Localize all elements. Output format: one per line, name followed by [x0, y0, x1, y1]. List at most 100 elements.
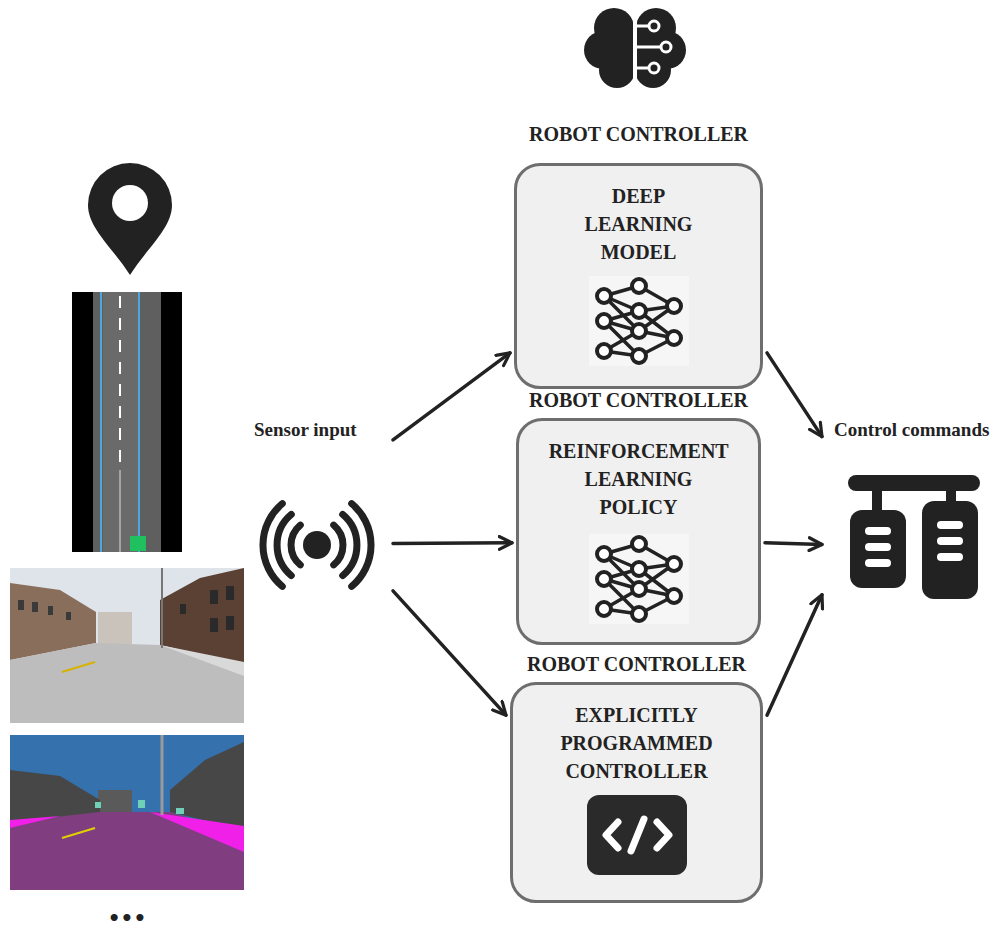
controller-title: DEEP LEARNING MODEL: [585, 182, 693, 266]
pedals-icon-part: [865, 527, 891, 535]
neural-network-icon-part-part: [597, 572, 611, 586]
neural-network-icon-part-part: [632, 582, 646, 596]
segmentation-image-part: [176, 808, 184, 814]
controller-title: EXPLICITLY PROGRAMMED CONTROLLER: [560, 701, 712, 785]
camera-image-part: [62, 662, 95, 672]
segmentation-image-part: [138, 800, 145, 808]
neural-network-icon-part-part: [597, 547, 611, 561]
neural-network-icon-part-part: [597, 602, 611, 616]
camera-image-part: [210, 618, 218, 632]
controller-box: ROBOT CONTROLLERREINFORCEMENT LEARNING P…: [516, 388, 761, 645]
top-down-road-image-part: [120, 470, 121, 552]
top-down-road-image-part: [72, 292, 182, 552]
code-icon-part: [606, 819, 669, 851]
pedals-icon-part: [872, 487, 882, 513]
camera-image-part: [161, 568, 163, 648]
neural-network-icon-part: [604, 544, 674, 614]
camera-image-part: [66, 612, 71, 620]
neural-network-icon-part-part: [597, 289, 611, 303]
code-icon-part-part: [657, 822, 669, 848]
neural-network-icon-part-part: [632, 324, 646, 338]
io-node: Sensor input: [250, 418, 389, 600]
flow-arrow: [393, 591, 506, 715]
brain-icon: [584, 6, 686, 92]
sensor-icon-part: [263, 504, 371, 587]
neural-network-icon-part-part: [667, 299, 681, 313]
neural-network-icon-part: [589, 276, 689, 366]
neural-network-icon-part-part: [632, 349, 646, 363]
top-down-road-image-part: [138, 292, 140, 552]
brain-icon-part: [637, 26, 662, 68]
camera-image-part: [98, 612, 132, 644]
segmentation-image-part: [150, 812, 244, 852]
segmentation-image-part: [10, 812, 244, 890]
neural-network-icon-part: [597, 537, 681, 621]
neural-network-icon-part-part: [597, 344, 611, 358]
flow-arrow: [767, 595, 822, 715]
top-down-road-image-part: [93, 292, 161, 552]
neural-network-icon-part-part: [632, 279, 646, 293]
controller-box: ROBOT CONTROLLER EXPLICITLY PROGRAMMED CO…: [510, 652, 763, 903]
camera-image-part: [180, 604, 186, 614]
brain-icon-part: [649, 63, 659, 73]
sensor-icon-part-part: [291, 525, 300, 565]
top-down-road-image-part: [100, 292, 102, 552]
brain-icon-part: [661, 42, 671, 52]
code-icon-part-part: [606, 822, 618, 848]
neural-network-icon-part-part: [632, 607, 646, 621]
camera-image-part: [10, 643, 244, 723]
code-icon: [587, 795, 687, 875]
sensor-icon: [255, 498, 380, 593]
controller-heading: ROBOT CONTROLLER: [514, 122, 763, 146]
sensor-icon-part-part: [277, 514, 291, 575]
neural-network-icon-part: [589, 534, 689, 624]
pedals-icon: [848, 475, 980, 600]
neural-network-icon: [589, 276, 689, 366]
sensor-icon-part-part: [343, 514, 357, 575]
neural-network-icon-part-part: [667, 557, 681, 571]
pedals-icon-part: [922, 501, 978, 599]
segmentation-image-part: [95, 802, 101, 808]
controller-outline: DEEP LEARNING MODEL: [514, 163, 763, 389]
pedals-icon-part: [865, 559, 891, 567]
neural-network-icon-part-part: [667, 589, 681, 603]
pedals-icon-part: [937, 553, 963, 561]
code-icon-part-part: [631, 819, 644, 851]
neural-network-icon-part-part: [667, 331, 681, 345]
camera-image: [10, 568, 244, 723]
pedals-icon-part: [848, 475, 980, 491]
camera-image-part: [210, 590, 218, 604]
neural-network-icon-part-part: [604, 286, 674, 356]
camera-image-part: [10, 568, 244, 723]
neural-network-icon-part: [604, 286, 674, 356]
io-node: Control commands: [826, 418, 1008, 604]
sensor-icon-part-part: [263, 504, 282, 587]
top-down-road-image-part: [130, 536, 146, 551]
flow-arrow: [393, 353, 510, 440]
top-down-road-image-part: [103, 292, 138, 552]
ellipsis-label: •••: [108, 906, 146, 930]
segmentation-image-part: [62, 828, 95, 838]
code-icon-part: [587, 795, 687, 875]
camera-image-part: [48, 606, 53, 615]
top-down-road-image: [72, 292, 182, 552]
pedals-icon-part: [850, 510, 906, 588]
controller-heading: ROBOT CONTROLLER: [510, 652, 763, 676]
neural-network-icon-part-part: [632, 304, 646, 318]
neural-network-icon: [589, 534, 689, 624]
camera-image-part: [32, 602, 38, 612]
neural-network-icon-part-part: [604, 544, 674, 614]
camera-image-part: [226, 616, 234, 630]
brain-icon-part: [649, 21, 659, 31]
pedals-icon-part: [865, 543, 891, 551]
camera-image-part: [226, 586, 234, 600]
flow-arrow: [393, 541, 512, 545]
controller-outline: REINFORCEMENT LEARNING POLICY: [516, 418, 761, 645]
flow-arrow: [765, 543, 822, 545]
segmentation-image-part: [10, 816, 60, 828]
sensor-icon-part-part: [334, 525, 343, 565]
segmentation-image-part: [98, 790, 132, 814]
